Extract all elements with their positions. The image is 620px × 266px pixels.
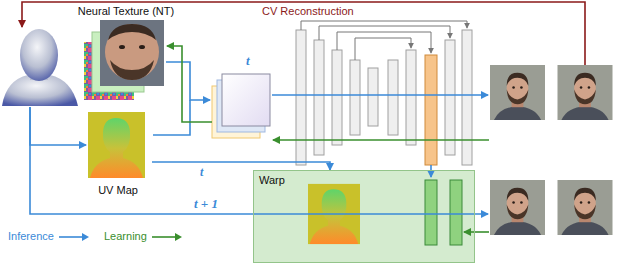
legend-label: Learning bbox=[104, 230, 147, 243]
legend-entry: Learning bbox=[104, 230, 183, 243]
neural-texture-image bbox=[84, 20, 164, 100]
learning-line bbox=[464, 231, 489, 233]
legend-arrowhead bbox=[82, 233, 89, 241]
warp-module: Warp bbox=[253, 170, 475, 263]
legend-label: Inference bbox=[8, 230, 54, 243]
flow-arrow bbox=[152, 162, 330, 170]
warp-layer bbox=[450, 180, 462, 245]
generated-face bbox=[490, 65, 545, 120]
inference-line bbox=[272, 94, 488, 96]
node-label: Neural Texture (NT) bbox=[78, 5, 174, 18]
target-face bbox=[558, 180, 613, 235]
warp-layer bbox=[425, 180, 437, 245]
learning-line bbox=[273, 139, 489, 141]
time-label: t + 1 bbox=[194, 197, 218, 211]
skip-connections bbox=[301, 21, 467, 60]
generated-face bbox=[490, 180, 545, 235]
time-label: t bbox=[200, 165, 203, 179]
legend-arrowhead bbox=[175, 233, 182, 241]
head-mesh bbox=[2, 29, 78, 106]
legend-line bbox=[59, 236, 82, 238]
inference-line bbox=[166, 62, 210, 100]
texture-panel: Neural Texture (NT) bbox=[74, 4, 178, 102]
uv-map-panel: UV Map bbox=[84, 110, 152, 198]
time-label: t bbox=[246, 54, 250, 68]
unet bbox=[296, 30, 472, 165]
uv-map-image bbox=[88, 112, 145, 178]
legend-sample bbox=[58, 232, 90, 242]
legend-line bbox=[152, 236, 175, 238]
legend-sample bbox=[151, 232, 183, 242]
feature-stack bbox=[212, 74, 270, 138]
target-face bbox=[558, 65, 613, 120]
loop-label: CV Reconstruction bbox=[262, 5, 354, 17]
inference-line bbox=[430, 165, 432, 177]
legend-entry: Inference bbox=[8, 230, 90, 243]
inference-line bbox=[30, 107, 86, 145]
inference-line bbox=[153, 100, 190, 135]
node-label: Warp bbox=[259, 174, 285, 187]
node-label: UV Map bbox=[98, 184, 138, 197]
warp-ground bbox=[253, 170, 475, 263]
output-layer bbox=[425, 55, 437, 165]
learning-line bbox=[167, 46, 212, 122]
inference-line bbox=[30, 107, 488, 214]
